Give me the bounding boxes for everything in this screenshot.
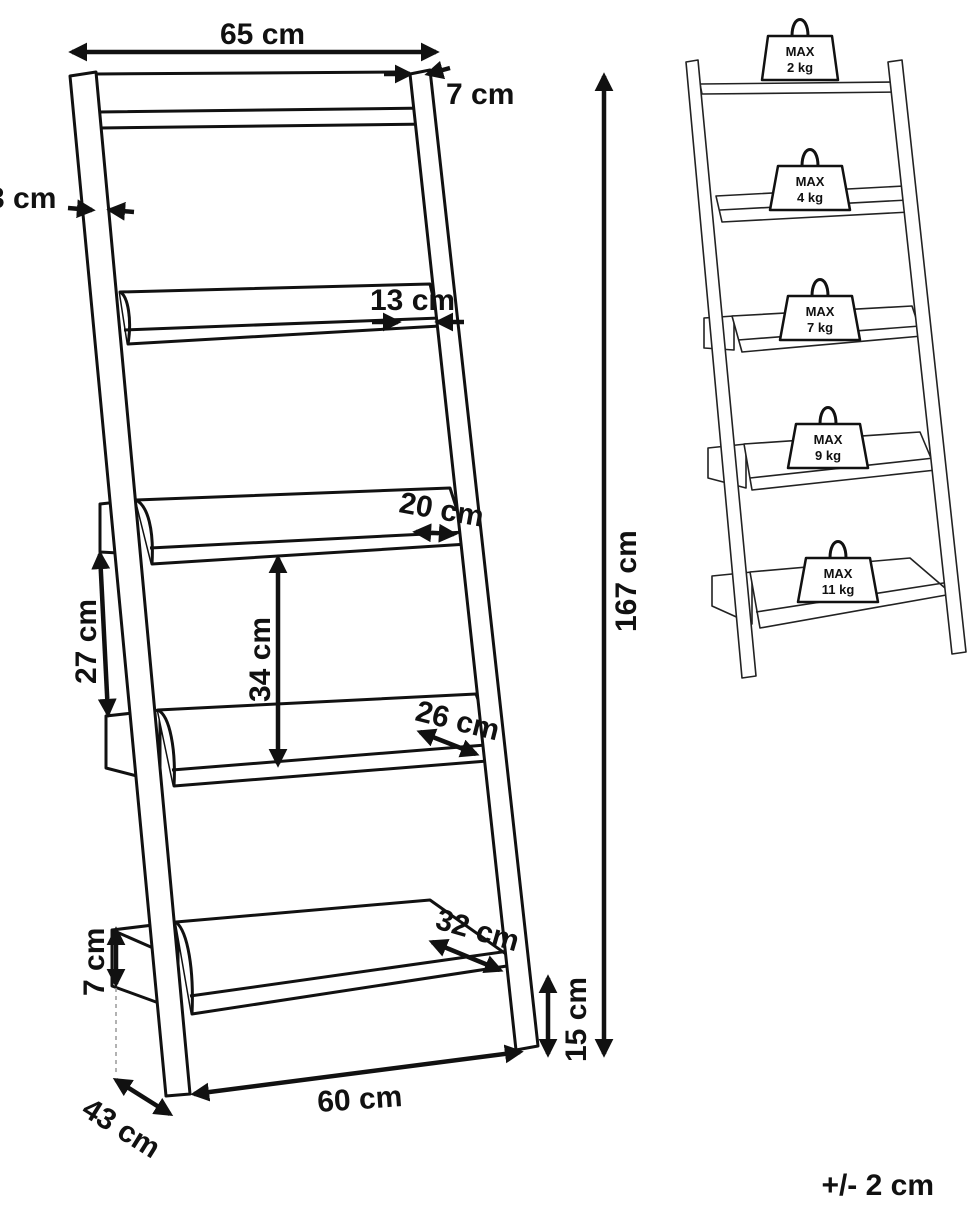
label-inner-gap: 34 cm — [244, 617, 277, 702]
weight-2-max: MAX — [796, 174, 825, 189]
weight-3-max: MAX — [806, 304, 835, 319]
weight-1-max: MAX — [786, 44, 815, 59]
label-bottom-width: 60 cm — [316, 1080, 403, 1119]
left-leg — [68, 70, 192, 1098]
tolerance-note: +/- 2 cm — [821, 1169, 934, 1202]
shelf-top — [96, 106, 434, 130]
mini-right-leg — [887, 59, 967, 655]
weight-4-max: MAX — [814, 432, 843, 447]
label-shelf-1-depth: 13 cm — [370, 284, 455, 317]
weight-icon-1: MAX 2 kg — [760, 18, 840, 82]
weight-4-value: 9 kg — [815, 448, 841, 463]
weight-5-max: MAX — [824, 566, 853, 581]
label-total-width: 65 cm — [220, 18, 305, 51]
weight-1-value: 2 kg — [787, 60, 813, 75]
label-lip-height: 7 cm — [78, 928, 111, 996]
weight-5-value: 11 kg — [822, 582, 855, 597]
weight-3-value: 7 kg — [807, 320, 833, 335]
weight-2-value: 4 kg — [797, 190, 823, 205]
weight-icon-5: MAX 11 kg — [796, 540, 880, 604]
weight-icon-4: MAX 9 kg — [786, 406, 870, 470]
mini-left-leg — [685, 59, 757, 679]
weight-icon-3: MAX 7 kg — [778, 278, 862, 342]
label-side-gap: 27 cm — [70, 599, 103, 684]
label-total-height: 167 cm — [610, 530, 643, 632]
weight-icon-2: MAX 4 kg — [768, 148, 852, 212]
mini-shelf-1 — [699, 81, 903, 95]
load-capacity-diagram: MAX 2 kg MAX 4 kg MAX 7 kg MAX 9 kg MAX … — [685, 18, 967, 679]
label-bottom-clearance: 15 cm — [560, 977, 593, 1062]
label-leg-front: 7 cm — [446, 78, 514, 111]
label-leg-side: 3 cm — [0, 182, 56, 215]
dimension-lines — [67, 42, 614, 1117]
